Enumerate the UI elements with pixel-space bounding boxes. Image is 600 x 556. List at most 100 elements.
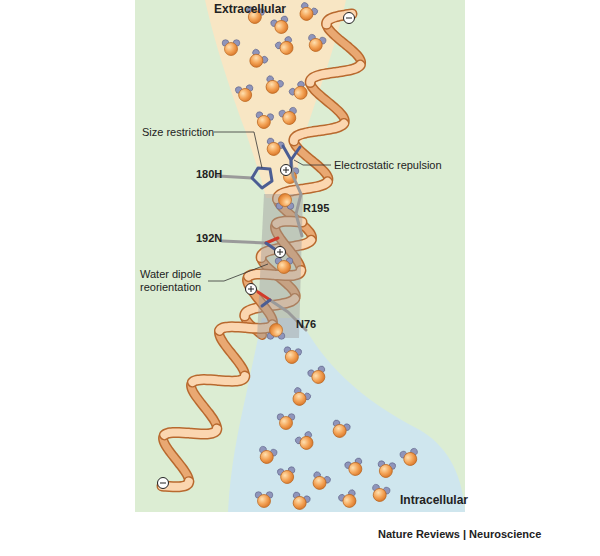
helix-ribbon [165, 429, 217, 435]
leader-line [208, 264, 268, 281]
water-molecule [294, 430, 317, 452]
positive-charge [275, 247, 286, 258]
water-molecule [274, 35, 297, 57]
helix-layer [162, 14, 361, 487]
helix-ribbon [163, 435, 189, 482]
oxygen-atom [280, 417, 293, 430]
oxygen-atom [291, 390, 309, 408]
residue-sticks [218, 146, 306, 330]
region-label: Extracellular [214, 3, 286, 16]
oxygen-atom [264, 78, 281, 95]
oxygen-atom [331, 423, 348, 440]
oxygen-atom [281, 110, 297, 126]
oxygen-atom [298, 5, 316, 23]
his180-ring [252, 168, 272, 188]
charge-symbols [158, 13, 355, 489]
oxygen-atom [238, 87, 253, 102]
helix-outline [193, 376, 245, 382]
helix-ribbon [310, 65, 360, 82]
water-molecule [282, 346, 302, 365]
water-molecule [329, 419, 351, 440]
residue-label: R195 [303, 202, 329, 215]
oxygen-atom [372, 487, 388, 503]
oxygen-atom [284, 349, 299, 364]
oxygen-atom [347, 461, 364, 478]
oxygen-atom [278, 39, 296, 57]
water-molecule [254, 111, 274, 130]
helix-ribbon [219, 330, 245, 376]
negative-charge [158, 478, 169, 489]
oxygen-atom [311, 474, 328, 491]
residue-label: 192N [196, 232, 222, 245]
water-molecule [376, 460, 396, 479]
helix-outline [191, 382, 217, 429]
helix-ribbon [310, 83, 344, 124]
oxygen-atom [298, 434, 316, 452]
water-molecule [344, 457, 366, 478]
credit-line: Nature Reviews | Neuroscience [378, 528, 541, 541]
helix-outline [165, 429, 217, 435]
helix-outline [163, 435, 189, 482]
water-molecule [262, 75, 285, 97]
callout-text: Size restriction [142, 126, 214, 139]
helix-ribbon [193, 376, 245, 382]
leader-line [294, 160, 331, 165]
water-molecule [278, 107, 299, 127]
oxygen-atom [278, 261, 291, 274]
membrane-background [135, 0, 465, 512]
water-molecule [255, 492, 273, 508]
oxygen-atom [273, 19, 290, 36]
water-molecule [338, 489, 361, 511]
water-molecule [289, 386, 312, 408]
water-molecule [307, 365, 329, 386]
water-molecule [296, 1, 319, 23]
oxygen-atom [308, 37, 324, 53]
water-molecule [245, 48, 269, 71]
oxygen-atom [310, 369, 327, 386]
positive-charge [281, 165, 292, 176]
oxygen-atom [378, 463, 393, 478]
water-molecule [277, 414, 295, 430]
oxygen-atom [402, 451, 418, 467]
helix-outline [310, 83, 344, 124]
helix-outline [327, 24, 361, 65]
alpha-helix [162, 221, 302, 487]
water-layer [222, 1, 420, 512]
region-label: Intracellular [400, 494, 468, 507]
asn192-nitrogen [266, 243, 276, 250]
residue-label: N76 [296, 318, 316, 331]
callout-text: Electrostatic repulsion [334, 159, 442, 172]
oxygen-atom [256, 114, 271, 129]
oxygen-atom [291, 84, 309, 102]
water-molecule [222, 40, 240, 56]
helix-outline [219, 330, 245, 376]
negative-charge [344, 13, 355, 24]
helix-ribbon [191, 382, 217, 429]
oxygen-atom [280, 469, 295, 484]
asn76-nitrogen [262, 300, 270, 306]
leader-lines [208, 132, 331, 281]
helix-ribbon [294, 123, 344, 140]
water-molecule [263, 137, 285, 158]
water-molecule [288, 80, 312, 103]
water-molecule [309, 471, 332, 493]
oxygen-atom [265, 141, 282, 158]
oxygen-atom [279, 194, 292, 207]
water-molecule [399, 448, 420, 468]
asn192-oxygen [266, 238, 278, 243]
water-molecule [276, 194, 294, 210]
oxygen-atom [291, 495, 308, 512]
water-molecule [267, 324, 285, 340]
helix-ribbon [327, 24, 361, 65]
water-molecule [257, 446, 278, 466]
positive-charge [246, 284, 257, 295]
oxygen-atom [270, 324, 283, 337]
oxygen-atom [225, 43, 238, 56]
residue-label: 180H [196, 168, 222, 181]
oxygen-atom [259, 449, 275, 465]
helix-outline [310, 65, 360, 82]
water-molecule [270, 15, 292, 36]
